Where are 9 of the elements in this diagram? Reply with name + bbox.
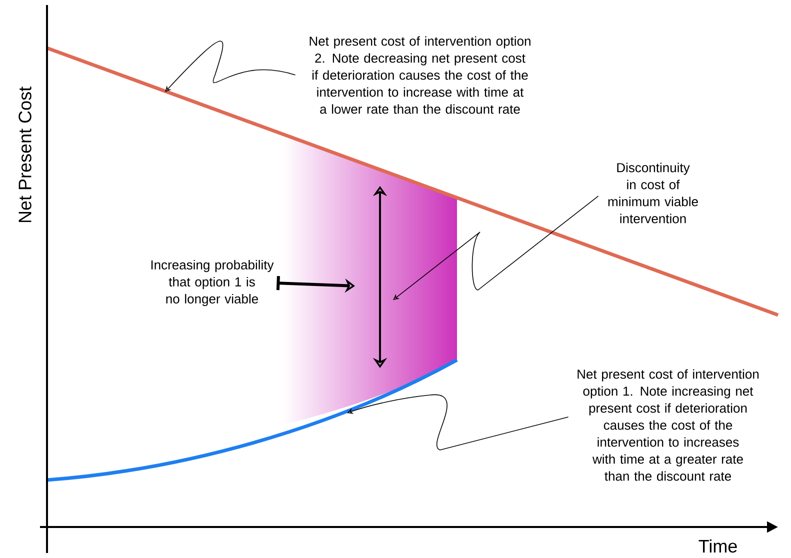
axis-label: Net Present Cost	[18, 86, 32, 222]
leader-line	[165, 40, 296, 92]
leader-line	[393, 196, 599, 300]
annotation-text: Net present cost of intervention option 1. Note increasing net present cost if deterioration causes the cost of the intervention to increases with time at a greater rate than the discount rate	[578, 369, 759, 481]
annotation-text: Increasing probability that option 1 is no longer viable	[151, 260, 274, 306]
leader-line	[347, 394, 569, 450]
axis-label: Time	[698, 539, 737, 553]
annotation-text: Net present cost of intervention option 2. Note decreasing net present cost if deterioration causes the cost of the intervention to increase with time at a lower rate than the discount rate	[310, 36, 530, 114]
annotation-text: Discontinuity in cost of minimum viable intervention	[608, 162, 698, 224]
